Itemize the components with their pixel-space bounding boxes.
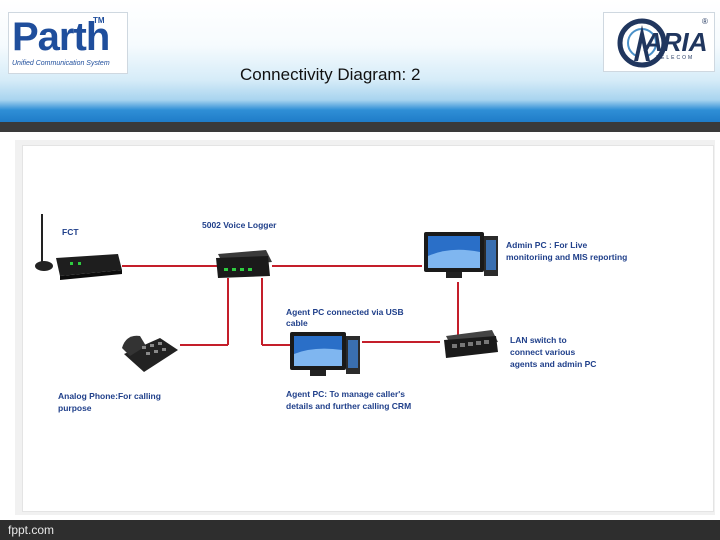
parth-logo-word: Parth — [12, 15, 110, 59]
parth-logo: Parth TM Unified Communication System — [8, 12, 128, 74]
fct-label: FCT — [62, 227, 79, 237]
lan-switch-icon — [444, 330, 498, 358]
aria-logo-sub: TELECOM — [656, 55, 695, 61]
usb-agent-label-line-2: cable — [286, 318, 308, 328]
header-divider — [0, 122, 720, 132]
connection-lines — [122, 265, 459, 346]
analog-phone-label-line-2: purpose — [58, 403, 92, 413]
lan-switch-label-line-3: agents and admin PC — [510, 359, 597, 369]
diagram-panel — [22, 145, 714, 512]
voice-logger-label: 5002 Voice Logger — [202, 220, 277, 230]
admin-pc-label-line-2: monitoriing and MIS reporting — [506, 252, 628, 262]
fct-device-icon — [35, 214, 122, 280]
parth-logo-tagline: Unified Communication System — [12, 60, 110, 67]
slide-title: Connectivity Diagram: 2 — [240, 65, 421, 84]
aria-logo-emblem — [617, 18, 667, 68]
aria-logo-word: ARIA — [644, 27, 708, 57]
lan-switch-label-line-1: LAN switch to — [510, 335, 567, 345]
lan-switch-label-line-2: connect various — [510, 347, 576, 357]
agent-pc-label-line-1: Agent PC: To manage caller's — [286, 389, 406, 399]
analog-phone-icon — [122, 335, 178, 372]
aria-telecom-logo: ARIA TELECOM ® — [603, 12, 715, 72]
slide-footer: fppt.com — [0, 520, 720, 540]
analog-phone-label-line-1: Analog Phone:For calling — [58, 391, 161, 401]
agent-pc-icon — [290, 332, 360, 376]
footer-text: fppt.com — [8, 523, 55, 537]
usb-agent-label-line-1: Agent PC connected via USB — [286, 307, 404, 317]
agent-pc-label-line-2: details and further calling CRM — [286, 401, 412, 411]
voice-logger-icon — [216, 250, 272, 278]
aria-logo-reg: ® — [702, 17, 708, 26]
admin-pc-label-line-1: Admin PC : For Live — [506, 240, 588, 250]
parth-logo-tm: TM — [93, 16, 105, 25]
admin-pc-icon — [424, 232, 498, 278]
